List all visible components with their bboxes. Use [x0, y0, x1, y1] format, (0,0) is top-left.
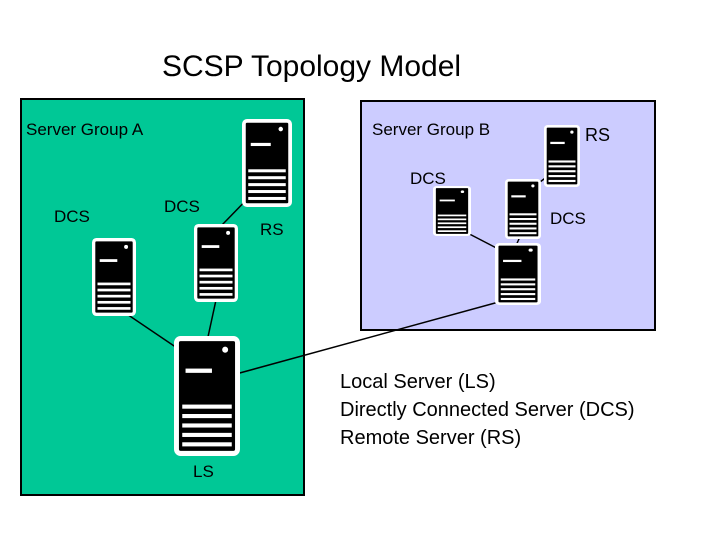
ls-label: LS — [193, 462, 214, 481]
rs-label: RS — [585, 125, 611, 145]
legend: Local Server (LS) Directly Connected Ser… — [340, 368, 635, 452]
server-icon — [544, 125, 580, 187]
dcs-label: DCS — [410, 169, 446, 188]
server-icon — [242, 119, 292, 207]
dcs-label: DCS — [550, 209, 586, 228]
server-group-a-label: Server Group A — [26, 120, 144, 139]
server-icon — [174, 336, 240, 456]
legend-item: Remote Server (RS) — [340, 427, 522, 449]
diagram-title: SCSP Topology Model — [162, 50, 462, 83]
server-icon — [92, 238, 136, 316]
server-icon — [433, 186, 471, 236]
server-group-b-label: Server Group B — [372, 120, 491, 139]
legend-item: Directly Connected Server (DCS) — [340, 399, 635, 421]
dcs-label: DCS — [54, 207, 90, 226]
server-icon — [495, 243, 541, 305]
legend-item: Local Server (LS) — [340, 371, 496, 393]
server-icon — [194, 224, 238, 302]
rs-label: RS — [260, 220, 284, 239]
server-icon — [505, 179, 541, 239]
dcs-label: DCS — [164, 197, 200, 216]
link-ls-remote-dcs — [235, 299, 507, 375]
